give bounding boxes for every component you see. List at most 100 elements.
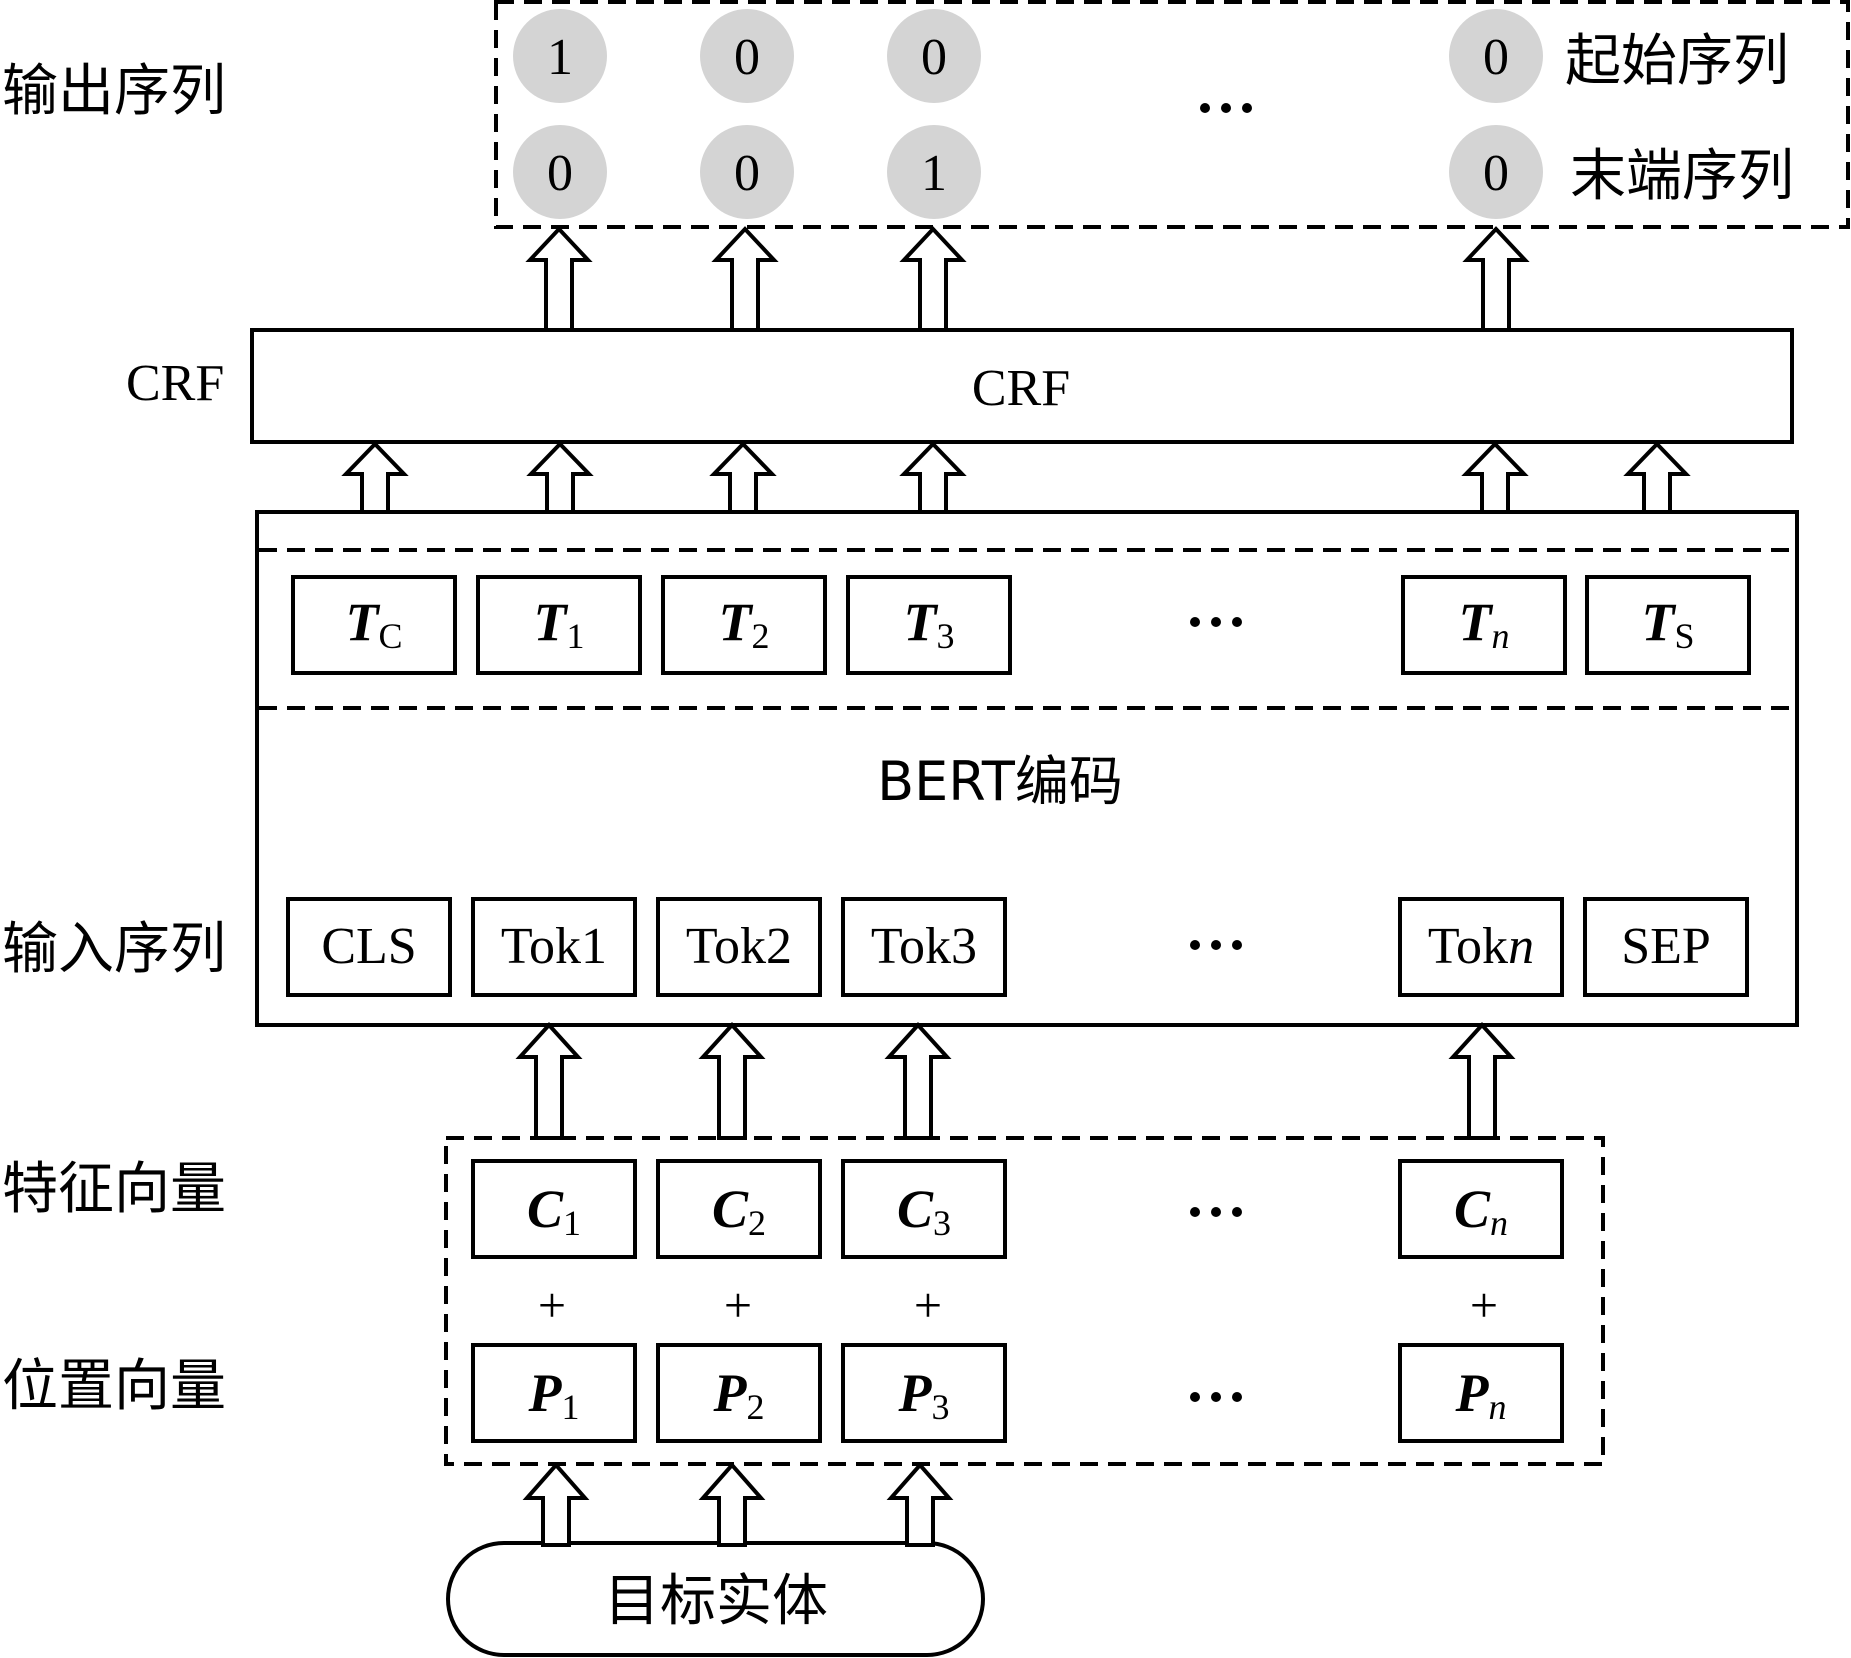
plus-sign: + — [1470, 1277, 1498, 1333]
arrow-embedding-to-input — [698, 1022, 766, 1140]
t-token-sub: 3 — [937, 616, 955, 656]
arrow-target-to-embedding — [886, 1461, 954, 1547]
t-token-sub: 2 — [752, 616, 770, 656]
output-circle: 0 — [887, 9, 981, 103]
svg-text:C3: C3 — [897, 1179, 951, 1243]
arrow-bert-to-crf — [1461, 441, 1529, 514]
output-start-value: 0 — [921, 29, 947, 86]
arrow-bert-to-crf — [709, 441, 777, 514]
plus-sign: + — [724, 1277, 752, 1333]
c-vector: C2 — [656, 1159, 822, 1259]
output-circle: 0 — [513, 125, 607, 219]
c-vector-sub: 2 — [748, 1203, 766, 1243]
p-vector: Pn — [1398, 1343, 1564, 1443]
svg-text:T2: T2 — [719, 592, 770, 656]
svg-text:Tokn: Tokn — [1428, 918, 1534, 975]
t-token-main: T — [719, 592, 754, 652]
side-label-feature: 特征向量 — [2, 1157, 226, 1222]
output-circle: 1 — [887, 125, 981, 219]
p-vector-sub: 2 — [747, 1387, 765, 1427]
svg-text:TC: TC — [345, 592, 402, 656]
c-vector-main: C — [527, 1179, 564, 1239]
c-vector-sub: n — [1490, 1203, 1508, 1243]
arrow-crf-to-output — [525, 226, 593, 332]
output-circle: 0 — [700, 125, 794, 219]
input-token: Tok1 — [471, 897, 637, 997]
c-vector-main: C — [897, 1179, 934, 1239]
crf-box-label: CRF — [972, 360, 1070, 417]
t-token: Tn — [1401, 575, 1567, 675]
t-token: T2 — [661, 575, 827, 675]
svg-text:P3: P3 — [898, 1363, 950, 1427]
c-vector-main: C — [712, 1179, 749, 1239]
arrow-bert-to-crf — [341, 441, 409, 514]
svg-text:C2: C2 — [712, 1179, 766, 1243]
output-end-value: 0 — [1483, 145, 1509, 202]
input-token: CLS — [286, 897, 452, 997]
input-token-base: Tok — [1428, 918, 1508, 975]
embedding-box — [444, 1136, 1605, 1466]
svg-text:TS: TS — [1641, 592, 1694, 656]
output-circle: 0 — [700, 9, 794, 103]
output-end-value: 1 — [921, 145, 947, 202]
p-vector-main: P — [713, 1363, 748, 1423]
side-label-input: 输入序列 — [2, 917, 226, 982]
output-end-row: 0 0 1 0 末端序列 — [513, 125, 1794, 219]
p-vector-sub: 1 — [562, 1387, 580, 1427]
svg-text:T1: T1 — [534, 592, 585, 656]
c-vector: C1 — [471, 1159, 637, 1259]
input-token: Tok3 — [841, 897, 1007, 997]
side-label-position: 位置向量 — [2, 1354, 226, 1419]
t-token-sub: S — [1674, 616, 1694, 656]
arrow-crf-to-output — [899, 226, 967, 332]
arrow-crf-to-output — [1462, 226, 1530, 332]
input-row-ellipsis — [1190, 940, 1242, 950]
output-circle: 0 — [1449, 125, 1543, 219]
arrow-bert-to-crf — [899, 441, 967, 514]
t-token-sub: n — [1492, 616, 1510, 656]
svg-text:Tok2: Tok2 — [686, 918, 792, 975]
input-token-base: Tok3 — [871, 918, 977, 975]
output-start-label: 起始序列 — [1565, 29, 1789, 94]
arrow-target-to-embedding — [522, 1461, 590, 1547]
p-vector: P2 — [656, 1343, 822, 1443]
c-vector: C3 — [841, 1159, 1007, 1259]
crf-box — [250, 328, 1794, 444]
c-vector-main: C — [1454, 1179, 1491, 1239]
t-token: TC — [291, 575, 457, 675]
t-token-main: T — [904, 592, 939, 652]
output-end-label: 末端序列 — [1570, 144, 1794, 209]
c-vector-sub: 1 — [563, 1203, 581, 1243]
t-token-main: T — [1641, 592, 1676, 652]
plus-sign: + — [538, 1277, 566, 1333]
p-row-ellipsis — [1190, 1392, 1242, 1402]
input-token-suffix: n — [1508, 918, 1534, 975]
svg-text:Tn: Tn — [1459, 592, 1510, 656]
output-start-value: 0 — [734, 29, 760, 86]
output-ellipsis — [1200, 103, 1252, 113]
t-token-main: T — [534, 592, 569, 652]
output-end-value: 0 — [734, 145, 760, 202]
plus-sign: + — [914, 1277, 942, 1333]
svg-text:Pn: Pn — [1455, 1363, 1507, 1427]
arrow-crf-to-output — [711, 226, 779, 332]
arrow-target-to-embedding — [698, 1461, 766, 1547]
input-token-base: Tok2 — [686, 918, 792, 975]
input-token-base: Tok1 — [501, 918, 607, 975]
target-entity-box — [446, 1541, 985, 1657]
svg-text:C1: C1 — [527, 1179, 581, 1243]
t-token-sub: 1 — [567, 616, 585, 656]
c-vector: Cn — [1398, 1159, 1564, 1259]
t-row-ellipsis — [1190, 617, 1242, 627]
c-row-ellipsis — [1190, 1207, 1242, 1217]
side-label-crf: CRF — [126, 355, 224, 412]
c-vector-sub: 3 — [933, 1203, 951, 1243]
t-token-main: T — [345, 592, 380, 652]
p-vector: P1 — [471, 1343, 637, 1443]
output-end-value: 0 — [547, 145, 573, 202]
output-sequence-box — [494, 0, 1850, 229]
output-circle: 0 — [1449, 9, 1543, 103]
output-circle: 1 — [513, 9, 607, 103]
p-vector-main: P — [1455, 1363, 1490, 1423]
